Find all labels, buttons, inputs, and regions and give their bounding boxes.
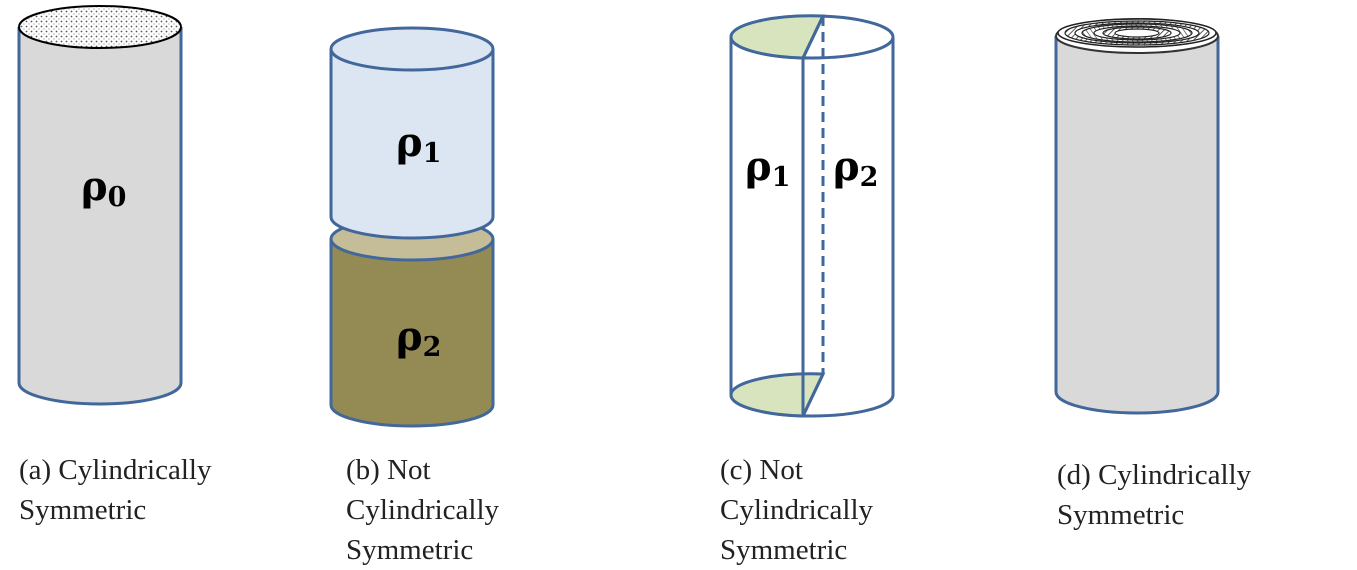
cylinder-c-top-green-half — [729, 14, 826, 60]
caption-a: (a) Cylindrically Symmetric — [19, 450, 211, 530]
caption-c-line-1: (c) Not — [720, 454, 803, 486]
rho-0-label: ρ0 — [81, 163, 126, 213]
cylinder-b-lower-body — [329, 239, 495, 428]
rho-2-label-c: ρ2 — [833, 143, 878, 193]
cylinder-c-bottom-green-half — [729, 372, 826, 418]
cylinder-c-body — [729, 37, 895, 418]
cylinder-a-body — [17, 27, 183, 406]
cylinder-b: ρ1 ρ2 — [329, 26, 495, 428]
caption-b-line-1: (b) Not — [346, 454, 431, 486]
caption-c-line-3: Symmetric — [720, 534, 848, 566]
caption-b-line-3: Symmetric — [346, 534, 474, 566]
caption-d-line-2: Symmetric — [1057, 499, 1185, 531]
concentric-rings-top — [1057, 18, 1217, 48]
cylinder-a: ρ0 — [17, 5, 183, 406]
cylinder-c-top-chord — [801, 15, 825, 59]
caption-a-line-2: Symmetric — [19, 494, 147, 526]
caption-c-line-2: Cylindrically — [720, 494, 874, 526]
caption-d-line-1: (d) Cylindrically — [1057, 459, 1252, 491]
rho-2-label-b: ρ2 — [396, 313, 441, 363]
rho-1-label-c: ρ1 — [745, 143, 790, 193]
caption-c: (c) Not Cylindrically Symmetric — [720, 450, 873, 570]
caption-b: (b) Not Cylindrically Symmetric — [346, 450, 499, 570]
cylinder-a-top-dotted — [18, 5, 182, 49]
cylinder-b-upper-top — [329, 26, 495, 72]
caption-b-line-2: Cylindrically — [346, 494, 500, 526]
caption-a-line-1: (a) Cylindrically — [19, 454, 212, 486]
rho-1-label-b: ρ1 — [396, 119, 441, 169]
cylinder-c-bottom-chord — [801, 373, 825, 417]
cylinder-b-upper-body — [329, 49, 495, 240]
cylinder-d-body — [1054, 36, 1220, 415]
cylinder-d — [1054, 18, 1220, 415]
cylinder-c: ρ1 ρ2 — [729, 14, 895, 418]
caption-d: (d) Cylindrically Symmetric — [1057, 455, 1251, 535]
